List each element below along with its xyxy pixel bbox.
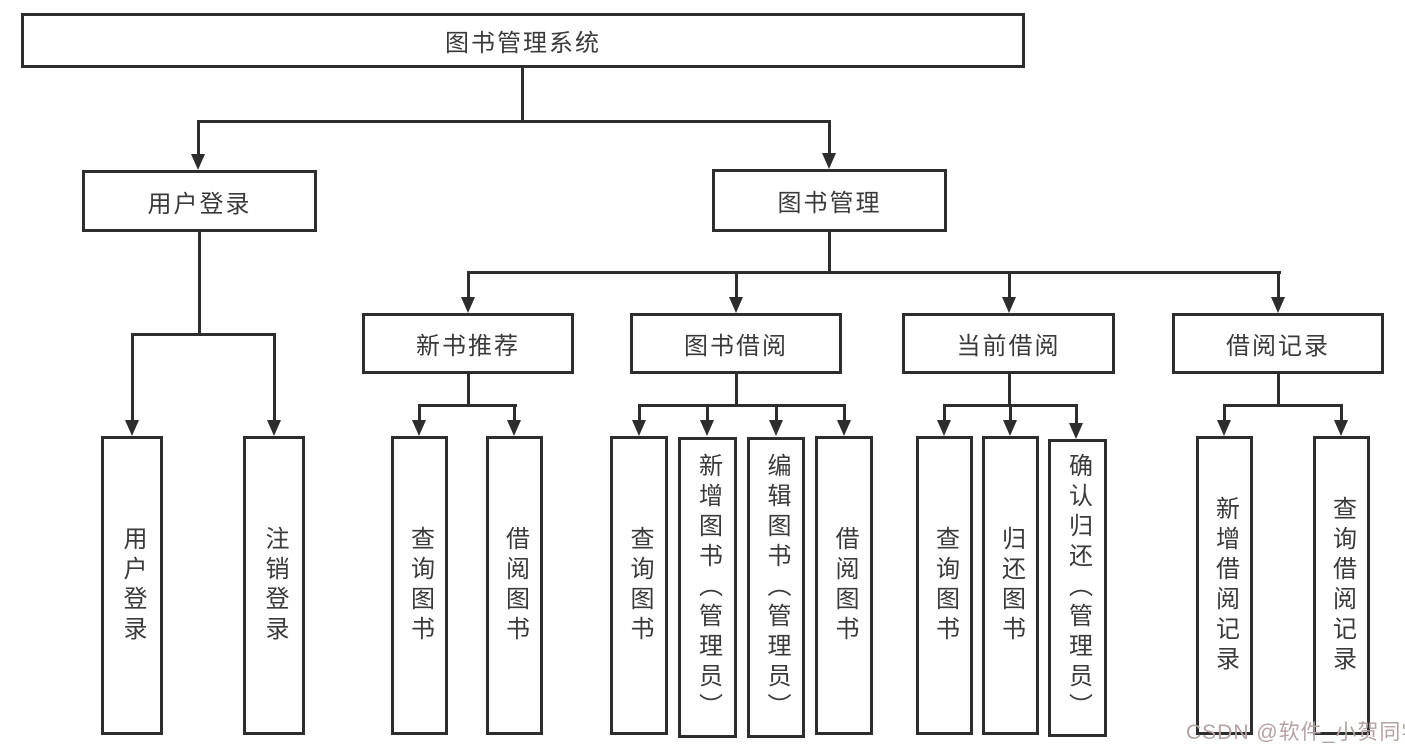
arrowhead-br-query: [1334, 420, 1348, 436]
connector-drop-cb-confirm: [1075, 404, 1078, 424]
node-book-management: 图书管理: [712, 169, 947, 232]
node-new-book-recommend: 新书推荐: [362, 313, 574, 374]
leaf-bb-edit-book-admin: 编辑图书（管理员）: [747, 437, 805, 738]
arrowhead-nb-borrow: [507, 420, 521, 436]
csdn-watermark: CSDN @软件_小贺同学: [1186, 721, 1405, 744]
connector-mgmt-split: [467, 271, 1281, 274]
arrowhead-current-borrow: [1002, 297, 1016, 313]
arrowhead-new-book: [461, 297, 475, 313]
connector-bb-split: [638, 404, 846, 407]
connector-drop-br-add: [1223, 404, 1226, 422]
connector-drop-current-borrow: [1008, 271, 1011, 299]
connector-drop-br-query: [1340, 404, 1343, 422]
connector-mgmt-stem: [828, 232, 831, 274]
leaf-bb-query-book: 查询图书: [610, 436, 668, 735]
arrowhead-leaf-logout: [267, 420, 281, 436]
connector-drop-bb-add: [706, 404, 709, 422]
leaf-cb-query-book: 查询图书: [916, 436, 973, 735]
leaf-logout: 注销登录: [243, 436, 305, 735]
arrowhead-bb-edit: [769, 420, 783, 436]
connector-nb-stem: [467, 374, 470, 407]
connector-drop-borrow-records: [1277, 271, 1280, 299]
arrowhead-borrow-records: [1271, 297, 1285, 313]
arrowhead-bb-query: [632, 420, 646, 436]
node-user-login: 用户登录: [82, 170, 317, 232]
arrowhead-book-mgmt: [822, 153, 836, 169]
connector-drop-leaf-logout: [273, 333, 276, 422]
arrowhead-book-borrow: [729, 297, 743, 313]
connector-drop-new-book: [467, 271, 470, 299]
leaf-br-query-record: 查询借阅记录: [1313, 436, 1370, 735]
arrowhead-cb-query: [937, 420, 951, 436]
leaf-nb-borrow-book: 借阅图书: [486, 436, 543, 735]
connector-bb-stem: [735, 374, 738, 407]
connector-drop-cb-return: [1009, 404, 1012, 422]
leaf-cb-confirm-return-admin: 确认归还（管理员）: [1048, 439, 1107, 737]
connector-br-stem: [1277, 374, 1280, 407]
connector-drop-bb-edit: [775, 404, 778, 422]
connector-drop-book-mgmt: [828, 120, 831, 156]
arrowhead-cb-return: [1003, 420, 1017, 436]
leaf-bb-borrow-book: 借阅图书: [815, 436, 873, 735]
arrowhead-leaf-login: [125, 420, 139, 436]
connector-drop-nb-query: [418, 404, 421, 422]
connector-drop-book-borrow: [735, 271, 738, 299]
connector-drop-bb-borrow: [843, 404, 846, 422]
arrowhead-br-add: [1217, 420, 1231, 436]
leaf-cb-return-book: 归还图书: [982, 436, 1039, 735]
node-borrow-records: 借阅记录: [1172, 313, 1384, 374]
arrowhead-bb-add: [700, 420, 714, 436]
connector-drop-bb-query: [638, 404, 641, 422]
arrowhead-nb-query: [412, 420, 426, 436]
connector-drop-user-login: [197, 120, 200, 156]
arrowhead-cb-confirm: [1069, 423, 1083, 439]
connector-drop-cb-query: [943, 404, 946, 422]
node-current-borrow: 当前借阅: [902, 313, 1115, 374]
connector-login-stem: [198, 232, 201, 336]
connector-login-split: [131, 333, 276, 336]
connector-drop-nb-borrow: [513, 404, 516, 422]
connector-cb-stem: [1008, 374, 1011, 407]
connector-drop-leaf-login: [131, 333, 134, 422]
connector-br-split: [1223, 404, 1343, 407]
node-book-borrow: 图书借阅: [630, 313, 842, 374]
arrowhead-user-login: [191, 154, 205, 170]
node-root-library-system: 图书管理系统: [21, 13, 1025, 68]
connector-root-split: [197, 120, 831, 123]
leaf-nb-query-book: 查询图书: [391, 436, 448, 735]
leaf-bb-add-book-admin: 新增图书（管理员）: [678, 437, 737, 738]
connector-nb-split: [418, 404, 517, 407]
connector-root-stem: [521, 66, 524, 122]
leaf-user-login: 用户登录: [101, 436, 163, 735]
arrowhead-bb-borrow: [837, 420, 851, 436]
leaf-br-add-record: 新增借阅记录: [1196, 436, 1253, 735]
